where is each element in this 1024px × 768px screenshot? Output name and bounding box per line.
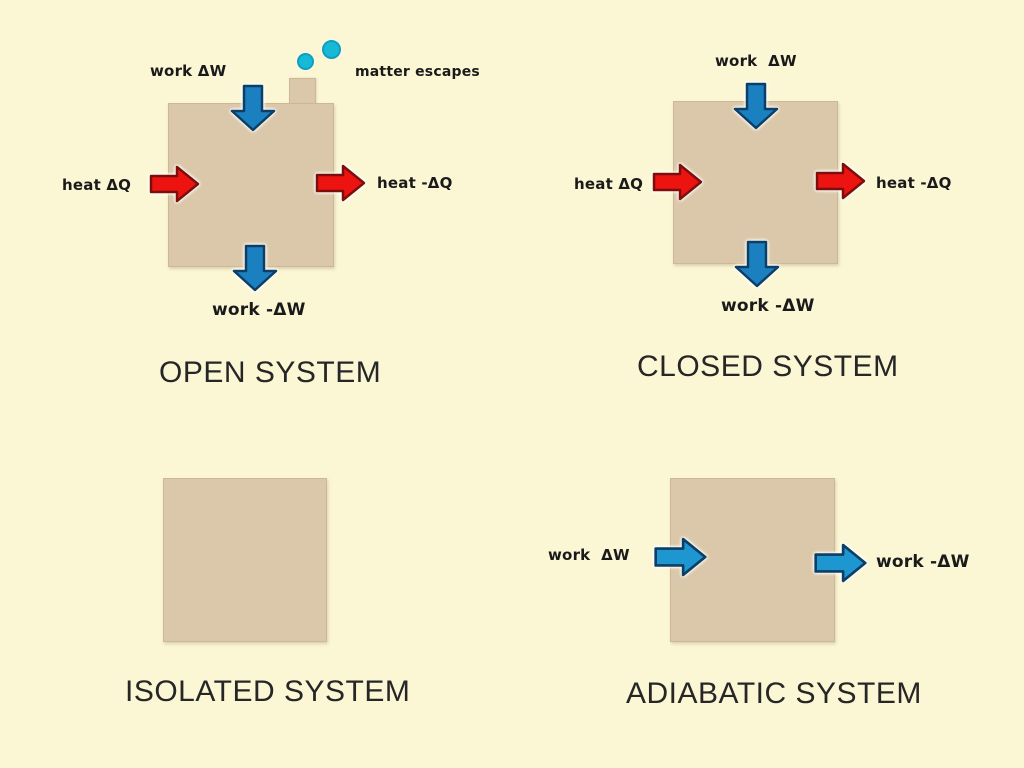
open-work-out-down-arrow-icon xyxy=(232,244,278,292)
adiabatic-work-out-label: work -ΔW xyxy=(876,552,970,572)
closed-work-out-label: work -ΔW xyxy=(721,296,815,316)
open-heat-in-right-arrow-icon xyxy=(149,165,200,203)
closed-work-in-label: work ΔW xyxy=(715,52,797,70)
open-matter-escapes-label: matter escapes xyxy=(355,64,480,80)
open-work-in-down-arrow-icon xyxy=(230,84,276,132)
open-work-out-label: work -ΔW xyxy=(212,300,306,320)
closed-heat-in-right-arrow-icon xyxy=(652,163,703,201)
open-heat-out-right-arrow-icon xyxy=(315,164,366,202)
open-system-title: OPEN SYSTEM xyxy=(159,356,382,389)
closed-work-in-down-arrow-icon xyxy=(733,82,779,130)
closed-system-title: CLOSED SYSTEM xyxy=(637,350,899,383)
open-work-in-label: work ΔW xyxy=(150,62,227,80)
adiabatic-system-title: ADIABATIC SYSTEM xyxy=(626,677,922,710)
closed-heat-in-label: heat ΔQ xyxy=(574,175,644,193)
matter-particle-icon xyxy=(322,40,341,59)
isolated-system-box xyxy=(163,478,327,642)
closed-heat-out-right-arrow-icon xyxy=(815,162,866,200)
adiabatic-work-out-right-arrow-icon xyxy=(814,543,867,583)
adiabatic-work-in-right-arrow-icon xyxy=(654,537,707,577)
open-heat-out-label: heat -ΔQ xyxy=(377,174,453,192)
open-heat-in-label: heat ΔQ xyxy=(62,176,132,194)
matter-particle-icon xyxy=(297,53,314,70)
closed-work-out-down-arrow-icon xyxy=(734,240,780,288)
open-system-chimney xyxy=(289,78,316,104)
isolated-system-title: ISOLATED SYSTEM xyxy=(125,675,411,708)
closed-heat-out-label: heat -ΔQ xyxy=(876,174,952,192)
adiabatic-work-in-label: work ΔW xyxy=(548,546,630,564)
